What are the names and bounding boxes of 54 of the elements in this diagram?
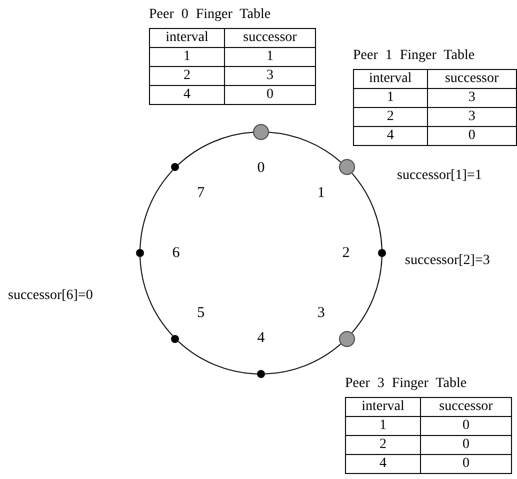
successor-note: successor[6]=0 xyxy=(8,288,93,304)
table-title: Peer 3 Finger Table xyxy=(345,376,467,392)
successor-value: 1 xyxy=(224,48,316,66)
ring-position-dot xyxy=(171,163,180,172)
interval-value: 2 xyxy=(354,108,428,126)
ring-arc xyxy=(178,340,258,374)
interval-value: 2 xyxy=(150,66,224,86)
ring-id-label: 2 xyxy=(341,245,351,261)
ring-position-dot xyxy=(378,249,386,257)
successor-header: successor xyxy=(427,70,516,88)
interval-header: interval xyxy=(354,70,428,88)
successor-value: 3 xyxy=(224,66,316,86)
ring-arc xyxy=(352,172,382,250)
interval-value: 2 xyxy=(346,436,420,454)
interval-header: interval xyxy=(150,28,224,48)
interval-value: 1 xyxy=(354,88,428,108)
successor-value: 0 xyxy=(427,126,516,146)
interval-value: 1 xyxy=(150,48,224,66)
ring-arc xyxy=(352,256,382,334)
ring-arc xyxy=(264,344,342,374)
peer-node xyxy=(338,330,355,347)
successor-value: 0 xyxy=(420,416,512,436)
ring-arc xyxy=(178,132,254,166)
successor-note: successor[2]=3 xyxy=(405,253,490,269)
interval-value: 4 xyxy=(346,454,420,474)
ring-id-label: 7 xyxy=(196,184,206,201)
ring-position-dot xyxy=(171,334,180,343)
ring-id-label: 5 xyxy=(196,305,206,322)
ring-position-dot xyxy=(257,370,265,378)
successor-value: 3 xyxy=(427,108,516,126)
successor-value: 0 xyxy=(224,86,316,104)
successor-value: 0 xyxy=(420,454,512,474)
ring-id-label: 3 xyxy=(316,305,326,322)
ring-arc xyxy=(140,256,174,336)
table-title: Peer 1 Finger Table xyxy=(353,48,475,64)
successor-note: successor[1]=1 xyxy=(397,168,482,184)
table-title: Peer 0 Finger Table xyxy=(149,7,271,23)
ring-id-label: 4 xyxy=(256,330,266,346)
successor-header: successor xyxy=(224,28,316,48)
interval-value: 1 xyxy=(346,416,420,436)
successor-header: successor xyxy=(420,398,512,416)
ring-id-label: 0 xyxy=(256,160,266,176)
ring-position-dot xyxy=(136,249,144,257)
successor-value: 0 xyxy=(420,436,512,454)
ring-id-label: 1 xyxy=(316,184,326,201)
interval-value: 4 xyxy=(150,86,224,104)
ring-id-label: 6 xyxy=(171,245,181,261)
ring-arc xyxy=(140,170,174,250)
peer-node xyxy=(253,124,269,140)
peer-node xyxy=(338,159,355,176)
interval-header: interval xyxy=(346,398,420,416)
ring-arc xyxy=(268,132,342,162)
interval-value: 4 xyxy=(354,126,428,146)
successor-value: 3 xyxy=(427,88,516,108)
